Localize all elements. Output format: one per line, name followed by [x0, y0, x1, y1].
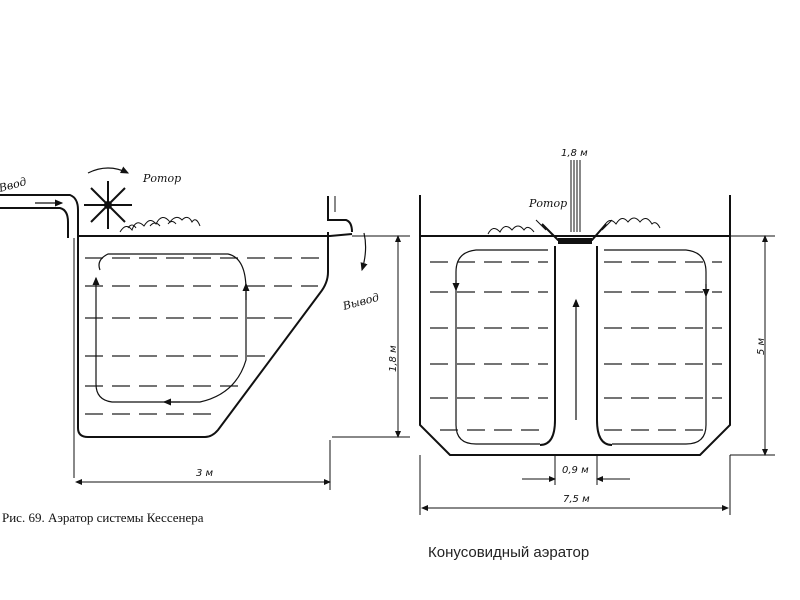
circulation-loop-left	[92, 253, 247, 403]
outlet-label: Вывод	[340, 291, 380, 313]
rotor-label-left: Ротор	[142, 172, 181, 185]
cone-width-dimension	[522, 455, 630, 485]
foam-right	[487, 217, 661, 235]
width-label-right: 7,5 м	[563, 494, 590, 505]
depth-dimension-right	[730, 235, 775, 456]
water-dashes-right	[430, 261, 722, 431]
foam	[119, 216, 201, 233]
rotor-left	[84, 166, 132, 229]
figure-caption-left: Рис. 69. Аэратор системы Кессенера	[2, 510, 204, 525]
rotor-shaft	[570, 160, 581, 232]
figure-caption-right: Конусовидный аэратор	[428, 544, 590, 561]
width-label-left: 3 м	[196, 468, 214, 479]
cone-rotor	[535, 219, 613, 244]
kessener-aerator: Ввод Вывод Ротор	[0, 166, 410, 525]
inlet-label: Ввод	[0, 175, 28, 195]
circulation-loop-right-b	[604, 249, 707, 445]
water-dashes-left	[85, 257, 320, 415]
depth-label-left: 1,8 м	[388, 345, 399, 372]
tank-wall-right	[419, 195, 731, 456]
depth-label-right: 5 м	[756, 337, 767, 355]
depth-dimension-left	[332, 235, 410, 438]
rotor-label-right: Ротор	[528, 197, 567, 210]
width-dimension-left	[75, 440, 331, 490]
shaft-label: 1,8 м	[561, 148, 588, 159]
circulation-loop-right-a	[455, 249, 548, 445]
width-dimension-right	[419, 455, 731, 515]
tank-wall	[77, 232, 329, 438]
outlet-arrow	[360, 232, 368, 272]
cone-aerator: 1,8 м Ротор 5 м	[419, 148, 775, 515]
cone-width-label: 0,9 м	[562, 465, 589, 476]
